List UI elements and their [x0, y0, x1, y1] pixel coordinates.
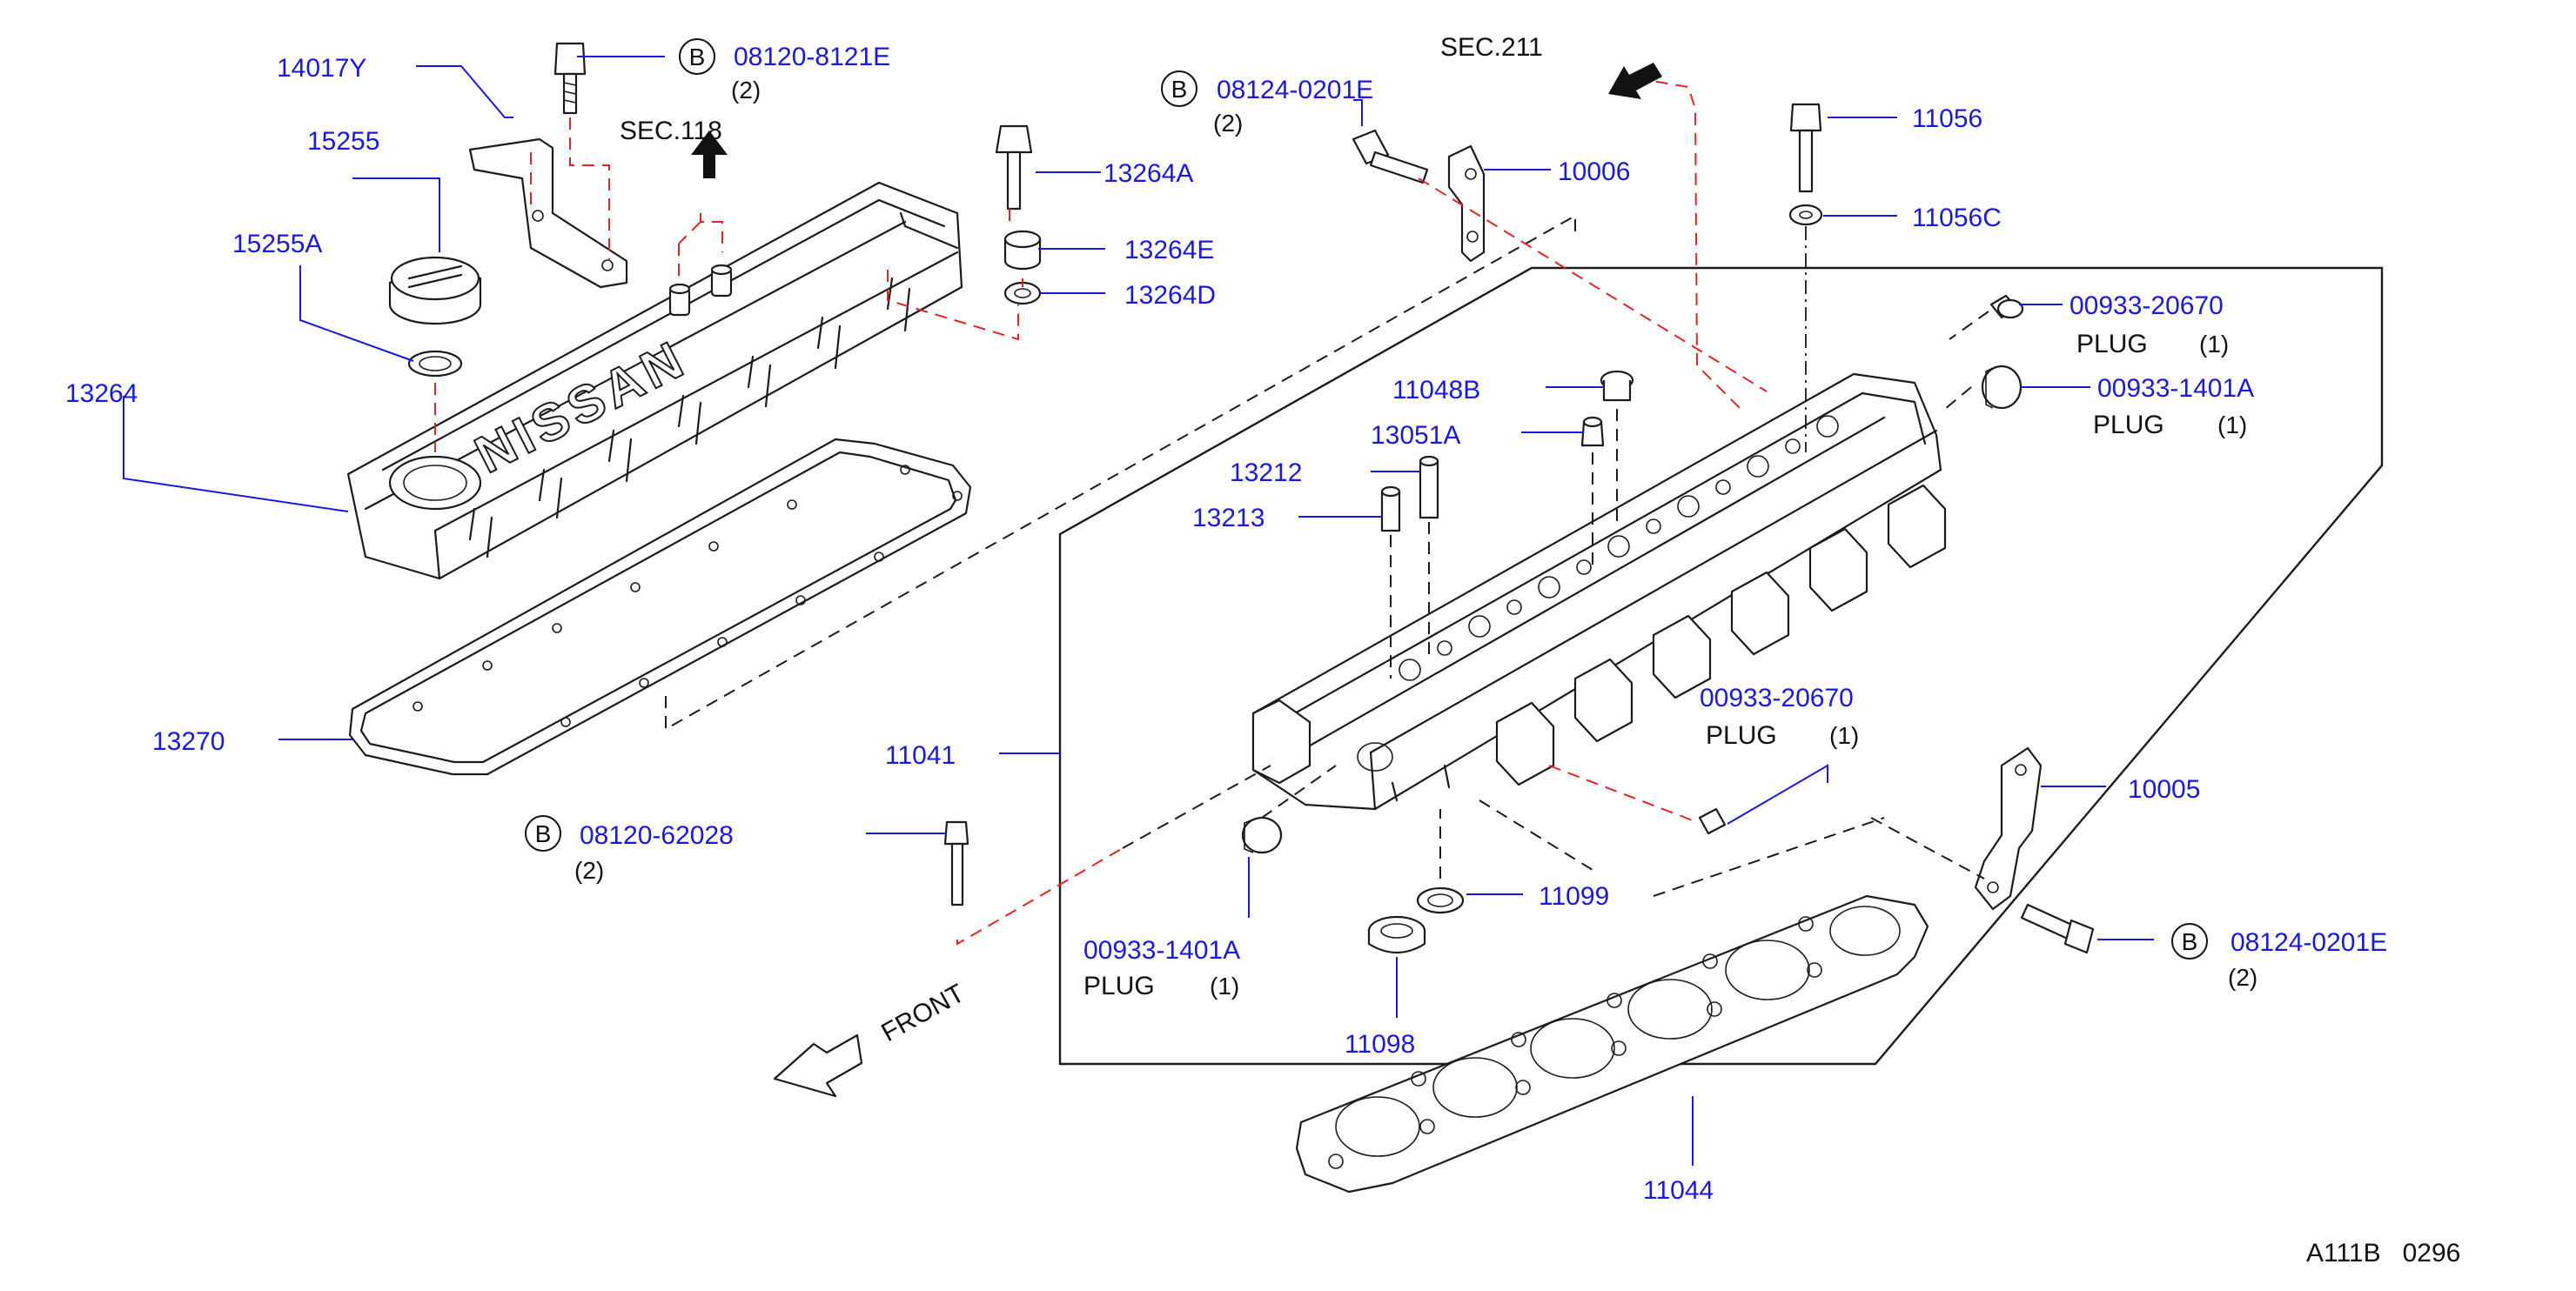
label-plug-mid: PLUG — [1706, 721, 1777, 750]
seal-11098 — [1367, 915, 1426, 953]
label-10005: 10005 — [2128, 775, 2200, 804]
svg-text:B: B — [535, 820, 552, 847]
label-00933-20670-mid: 00933-20670 — [1700, 684, 1854, 712]
rocker-cover-gasket-13270 — [348, 438, 972, 776]
label-15255: 15255 — [307, 127, 379, 156]
label-11048B: 11048B — [1392, 376, 1480, 405]
qty-plug-mid: (1) — [1829, 722, 1859, 749]
label-08120-8121E: 08120-8121E — [734, 43, 890, 71]
label-sec211: SEC.211 — [1440, 33, 1543, 62]
label-13264D: 13264D — [1124, 281, 1216, 310]
bracket-10005 — [1974, 746, 2043, 911]
qty-08124-0201E-bottom: (2) — [2228, 964, 2257, 991]
arrow-sec211 — [1608, 63, 1662, 99]
qty-08120-8121E: (2) — [731, 77, 761, 104]
bolt-13264A — [995, 124, 1033, 211]
bolt-marker-b-3: B — [525, 815, 561, 852]
label-13051A: 13051A — [1371, 421, 1460, 450]
label-plug-top-1: PLUG — [2076, 330, 2148, 358]
label-13212: 13212 — [1230, 458, 1302, 487]
bolt-08120-62028 — [943, 820, 969, 906]
label-00933-1401A-top: 00933-1401A — [2097, 374, 2254, 403]
bolt-08124-0201E-top — [1352, 129, 1429, 184]
assembly-guide-lines — [434, 77, 1989, 946]
bolt-08120-8121E — [553, 42, 587, 115]
bolt-marker-b-1: B — [679, 38, 715, 75]
label-plug-top-2: PLUG — [2093, 411, 2164, 439]
label-13264: 13264 — [65, 379, 138, 408]
bolt-08124-0201E-bottom — [2020, 903, 2095, 954]
svg-text:B: B — [2182, 928, 2198, 955]
label-08120-62028: 08120-62028 — [580, 821, 734, 850]
label-08124-0201E-bottom: 08124-0201E — [2231, 928, 2387, 957]
plug-00933-1401A-low — [1241, 816, 1283, 854]
qty-plug-top-1: (1) — [2199, 331, 2229, 358]
bolt-11056 — [1789, 103, 1822, 193]
figure-code: A111B 0296 — [2306, 1239, 2460, 1268]
label-11098: 11098 — [1345, 1030, 1415, 1059]
guide-13213 — [1380, 485, 1401, 532]
qty-plug-top-2: (1) — [2217, 411, 2247, 438]
qty-08120-62028: (2) — [574, 857, 604, 884]
svg-text:B: B — [1171, 76, 1188, 103]
part-labels: 14017Y 15255 15255A 13264 13270 08120-81… — [65, 33, 2460, 1268]
bracket-10006 — [1447, 144, 1486, 263]
label-11056: 11056 — [1912, 104, 1982, 133]
plug-00933-1401A-top — [1981, 365, 2023, 410]
label-11099: 11099 — [1539, 882, 1609, 911]
bracket-14017Y — [468, 137, 628, 289]
label-00933-1401A-low: 00933-1401A — [1083, 936, 1240, 965]
label-15255A: 15255A — [232, 230, 322, 258]
arrow-sec118 — [691, 130, 728, 178]
qty-08124-0201E-top: (2) — [1213, 110, 1243, 137]
qty-plug-low: (1) — [1210, 973, 1239, 1000]
label-13264E: 13264E — [1124, 236, 1214, 264]
plug-00933-20670-mid — [1698, 807, 1727, 835]
leader-lines — [123, 56, 2154, 1166]
washer-11056C — [1788, 204, 1823, 226]
head-gasket-11044 — [1295, 894, 1929, 1194]
label-11041: 11041 — [885, 741, 956, 770]
label-plug-low: PLUG — [1083, 972, 1155, 1000]
cap-11048B — [1600, 370, 1634, 402]
guide-13212 — [1419, 455, 1439, 519]
svg-text:B: B — [689, 43, 706, 70]
label-08124-0201E-top: 08124-0201E — [1217, 76, 1373, 104]
label-13213: 13213 — [1192, 504, 1265, 532]
label-10006: 10006 — [1558, 157, 1630, 186]
bolt-marker-b-2: B — [1161, 70, 1197, 107]
label-00933-20670-top: 00933-20670 — [2070, 291, 2224, 320]
label-14017Y: 14017Y — [277, 54, 366, 83]
arrow-front — [773, 1033, 863, 1098]
seal-11099 — [1416, 886, 1465, 914]
cylinder-head-assembly-frame — [1058, 266, 2384, 1066]
label-sec118: SEC.118 — [620, 117, 722, 145]
pin-13051A — [1580, 416, 1605, 447]
cylinder-head-11041 — [1251, 372, 1947, 811]
grommet-13264E — [1003, 230, 1042, 271]
label-front: FRONT — [876, 979, 969, 1047]
label-13264A: 13264A — [1104, 159, 1193, 188]
label-11044: 11044 — [1643, 1176, 1714, 1205]
bolt-marker-b-4: B — [2171, 923, 2208, 960]
oil-filler-cap-15255 — [388, 256, 482, 325]
label-13270: 13270 — [152, 727, 225, 756]
label-11056C: 11056C — [1912, 204, 2002, 232]
cap-seal-15255A — [407, 350, 463, 378]
plug-00933-20670-top — [1989, 294, 2024, 319]
